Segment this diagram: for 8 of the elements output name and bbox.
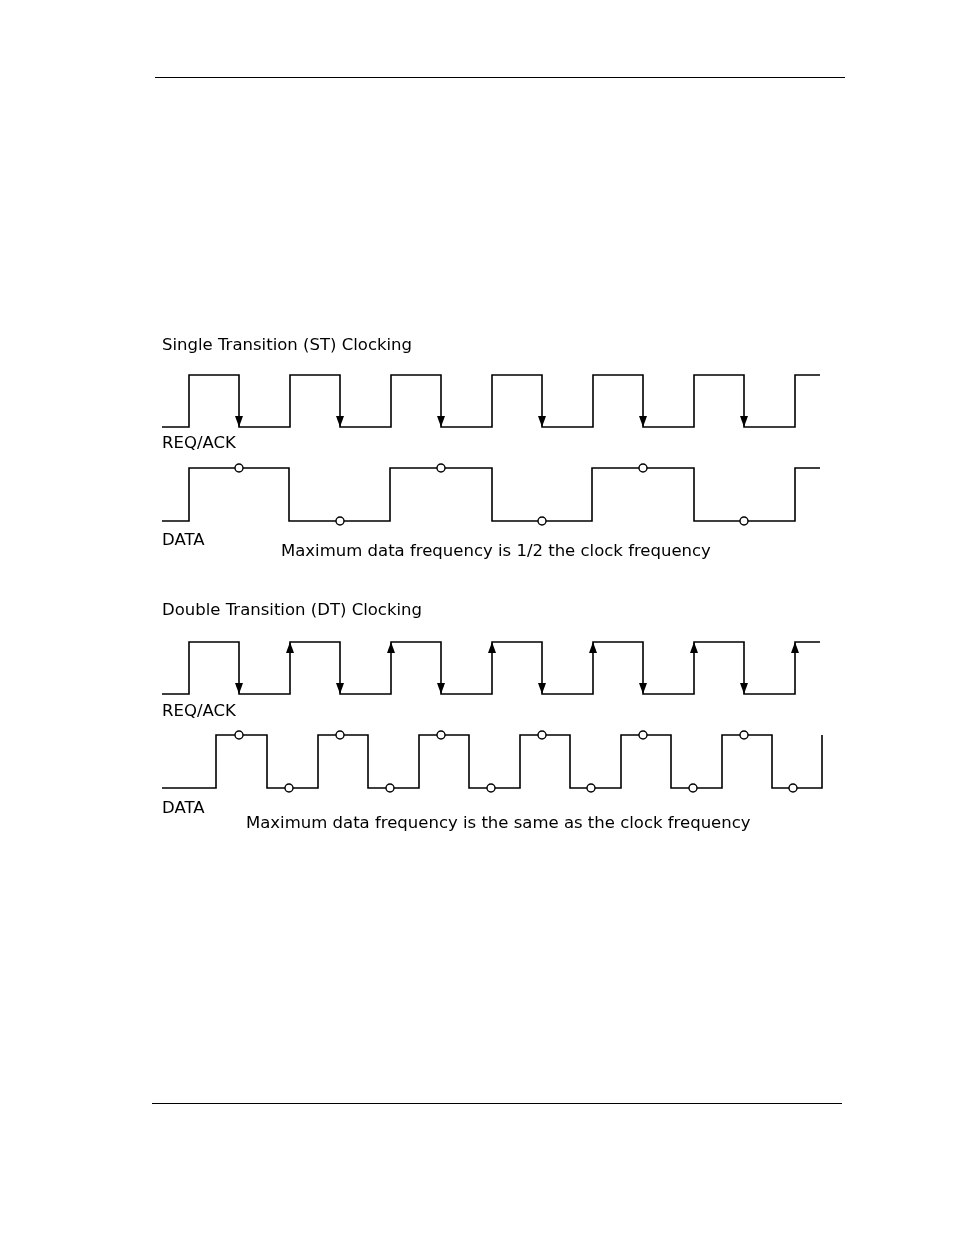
signal-name: DATA [162,798,205,818]
signal-name: DATA [162,530,205,550]
signal-name: REQ/ACK [162,701,236,721]
signal-name: REQ/ACK [162,433,236,453]
section-heading: Single Transition (ST) Clocking [162,335,413,355]
section-heading: Double Transition (DT) Clocking [162,600,422,620]
caption-text: Maximum data frequency is 1/2 the clock frequency [281,541,711,561]
caption-text: Maximum data frequency is the same as the clock frequency [246,813,751,833]
